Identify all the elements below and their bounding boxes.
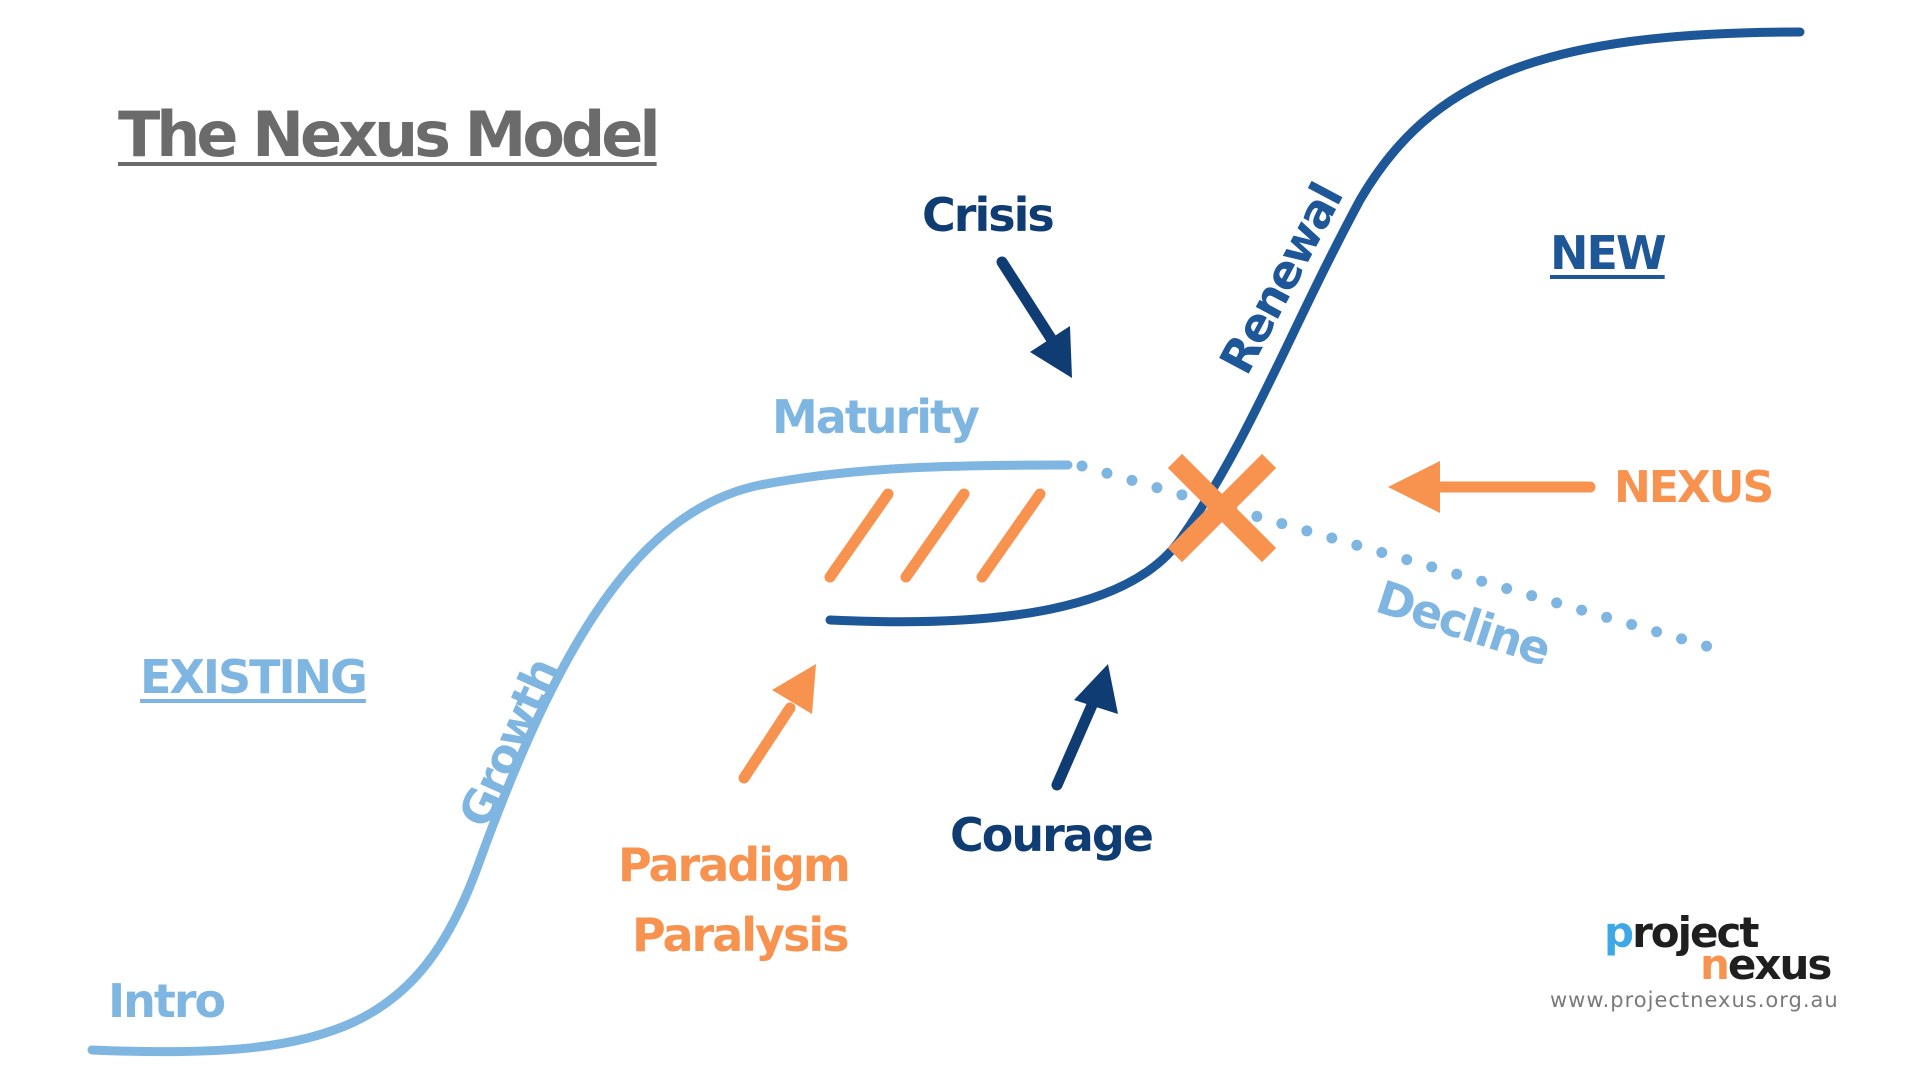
page-title: The Nexus Model [118, 98, 661, 171]
courage-arrow-icon [1051, 664, 1118, 791]
existing-label: EXISTING [140, 650, 368, 704]
paralysis-hatch-marks [824, 488, 1046, 583]
existing-s-curve [87, 460, 1073, 1057]
website-url: www.projectnexus.org.au [1550, 988, 1839, 1012]
courage-label: Courage [950, 808, 1154, 862]
paralysis-label: Paralysis [632, 908, 850, 962]
crisis-label: Crisis [922, 188, 1055, 242]
new-label: NEW [1550, 226, 1667, 280]
nexus-arrow-icon [1388, 461, 1596, 513]
logo-p: p [1604, 908, 1634, 957]
paradigm-label: Paradigm [618, 838, 851, 892]
intro-label: Intro [108, 974, 226, 1028]
crisis-arrow-icon [996, 256, 1072, 378]
new-s-curve [825, 27, 1805, 627]
nexus-cross-mark [1167, 453, 1277, 563]
logo-roject: roject [1632, 908, 1759, 957]
nexus-label: NEXUS [1614, 462, 1774, 513]
maturity-label: Maturity [772, 390, 980, 444]
logo-n: n [1700, 940, 1730, 989]
paradigm-arrow-icon [738, 664, 816, 784]
logo-exus: exus [1727, 940, 1832, 989]
